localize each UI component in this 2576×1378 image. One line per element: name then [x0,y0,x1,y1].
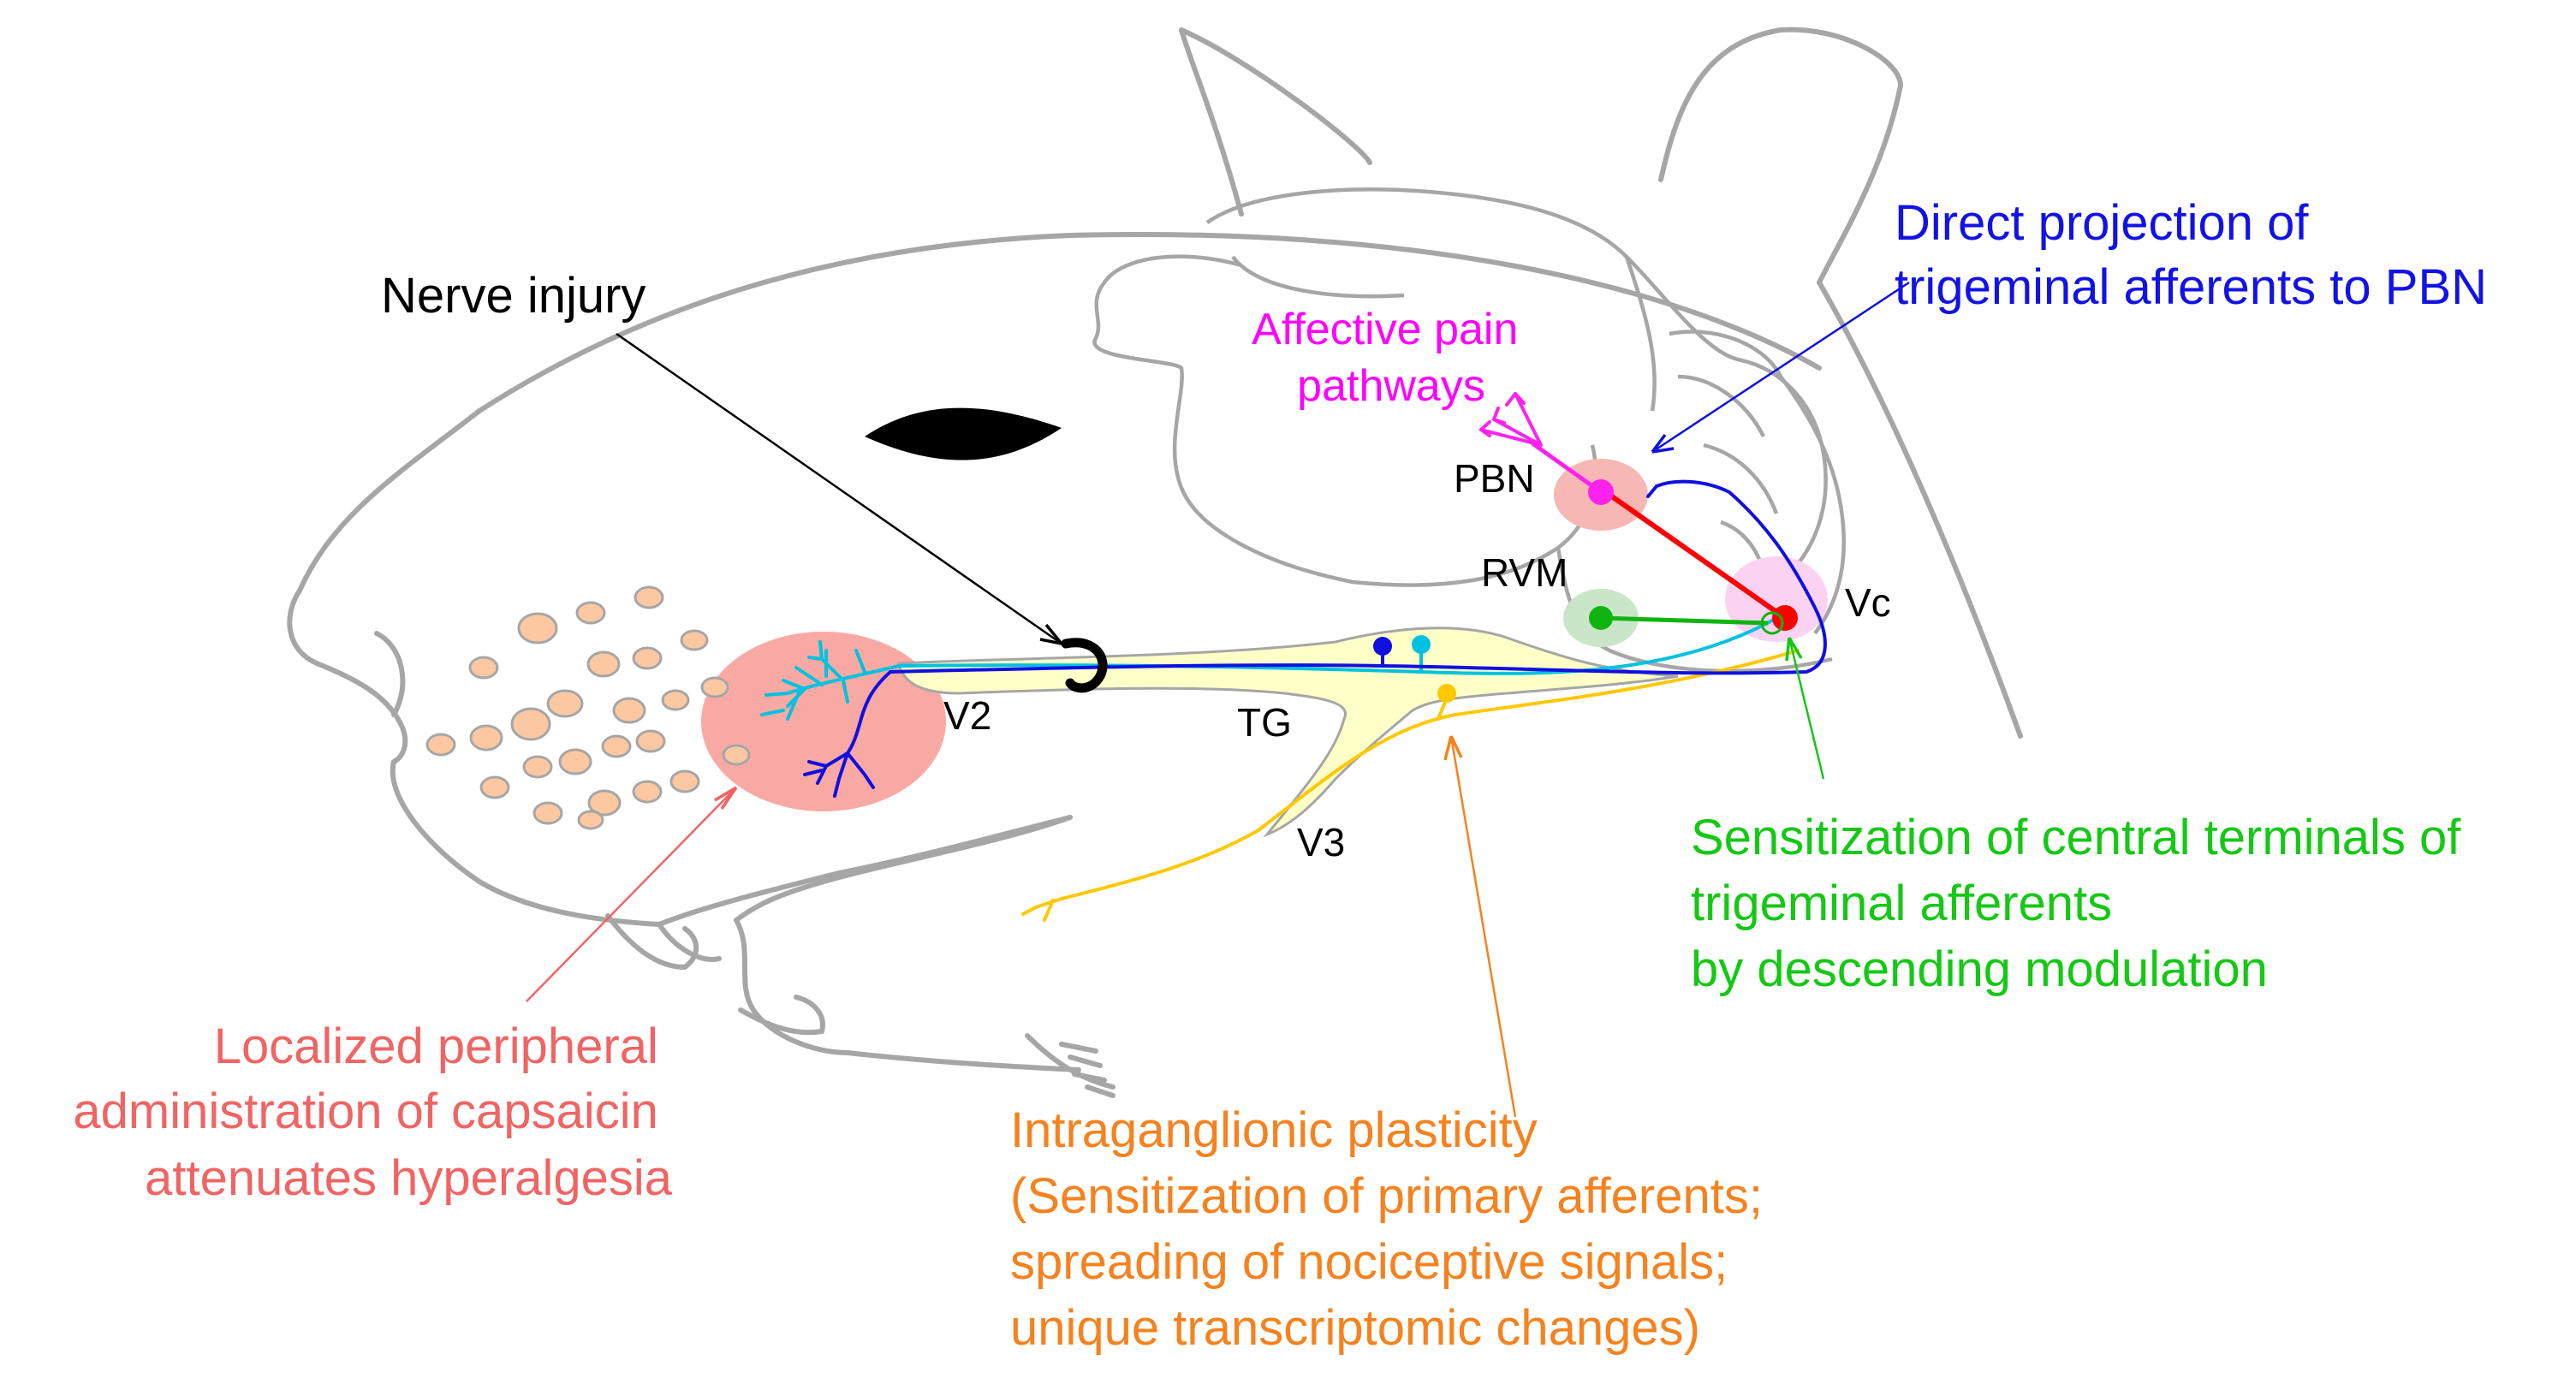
tg-neuron-blue [1373,637,1392,656]
label-v3: V3 [1297,820,1345,864]
capsaicin-line: attenuates hyperalgesia [145,1150,673,1206]
label-tg: TG [1237,700,1292,745]
direct-projection-line: trigeminal afferents to PBN [1895,259,2487,315]
intraganglionic-line: unique transcriptomic changes) [1010,1300,1700,1356]
tg-neuron-yellow [1437,684,1456,703]
intraganglionic-line: Intraganglionic plasticity [1010,1102,1538,1158]
label-nerve-injury: Nerve injury [381,268,645,324]
label-rvm: RVM [1481,550,1568,595]
capsaicin-line: Localized peripheral [214,1019,658,1074]
pbn-output-axon [1531,441,1603,495]
affective-pathway-arrows [1479,392,1543,447]
vc-to-pbn-projection [1608,492,1787,621]
whisker-follicles [425,585,751,830]
annotation-affective-pain: Affective pain pathways [1252,305,1531,411]
annotation-capsaicin: Localized peripheral administration of c… [73,1019,672,1206]
central-sensitization-line: Sensitization of central terminals of [1691,810,2461,865]
brain-outline [1092,187,1846,674]
central-sensitization-line: by descending modulation [1691,941,2268,997]
pbn-neuron [1588,479,1614,505]
eye [865,407,1062,460]
label-pbn: PBN [1454,456,1535,501]
central-sensitization-line: trigeminal afferents [1691,876,2112,931]
annotation-central-sensitization: Sensitization of central terminals of tr… [1691,810,2475,997]
intraganglionic-line: (Sensitization of primary afferents; [1010,1168,1763,1224]
label-v2: V2 [943,693,991,738]
vc-terminal-cluster [1760,611,1784,635]
label-vc: Vc [1845,580,1891,625]
affective-pain-line: Affective pain [1252,305,1518,354]
v2-afferent-blue [803,479,1827,798]
direct-projection-line: Direct projection of [1895,195,2309,251]
tg-neuron-cyan [1412,635,1431,654]
intraganglionic-line: spreading of nociceptive signals; [1010,1234,1728,1290]
annotation-arrows [526,281,1910,1118]
annotation-intraganglionic: Intraganglionic plasticity (Sensitizatio… [1010,1102,1776,1356]
affective-pain-line: pathways [1297,361,1485,411]
vc-neuron-red [1772,605,1798,631]
rvm-to-vc-projection [1600,615,1769,626]
rvm-neuron [1589,606,1613,630]
rat-head-outline [287,27,2023,1098]
nerve-injury-marker [1061,638,1108,693]
v2-afferent-cyan [760,619,1774,721]
capsaicin-line: administration of capsaicin [73,1084,657,1139]
annotation-direct-projection: Direct projection of trigeminal afferent… [1895,195,2487,315]
